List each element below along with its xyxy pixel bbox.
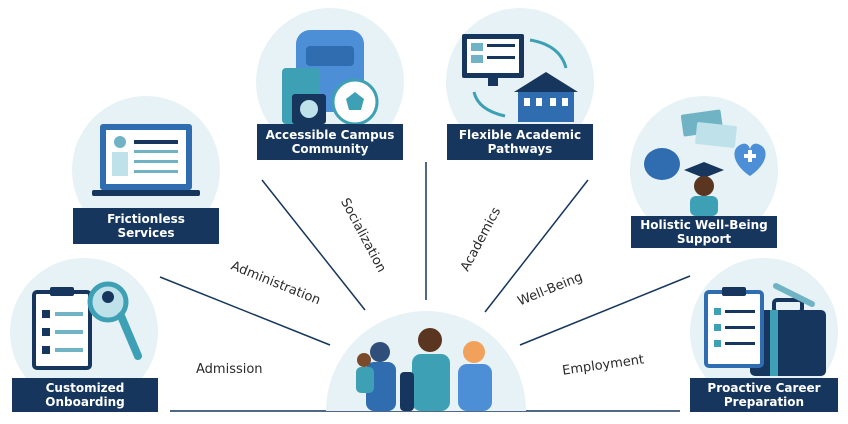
briefcase-checklist-icon xyxy=(704,283,826,376)
line-socialization xyxy=(261,179,366,311)
label-frictionless-services: Frictionless Services xyxy=(73,208,219,244)
label-accessible-campus-community: Accessible Campus Community xyxy=(257,124,403,160)
laptop-profile-icon xyxy=(92,124,200,196)
line-employment xyxy=(519,275,691,346)
label-proactive-career-preparation: Proactive Career Preparation xyxy=(690,378,838,412)
label-customized-onboarding: Customized Onboarding xyxy=(12,378,158,412)
line-well-being xyxy=(484,179,589,313)
backpack-camera-soccer-icon xyxy=(282,30,379,126)
stage-admission: Admission xyxy=(196,362,263,377)
line-administration xyxy=(159,276,331,346)
label-holistic-well-being-support: Holistic Well-Being Support xyxy=(631,216,777,248)
monitor-campus-cycle-icon xyxy=(462,34,578,122)
brain-graduate-heart-icon xyxy=(644,109,766,216)
label-flexible-academic-pathways: Flexible Academic Pathways xyxy=(447,124,593,160)
clipboard-magnifier-icon xyxy=(32,281,142,370)
students-group-icon xyxy=(356,328,492,411)
